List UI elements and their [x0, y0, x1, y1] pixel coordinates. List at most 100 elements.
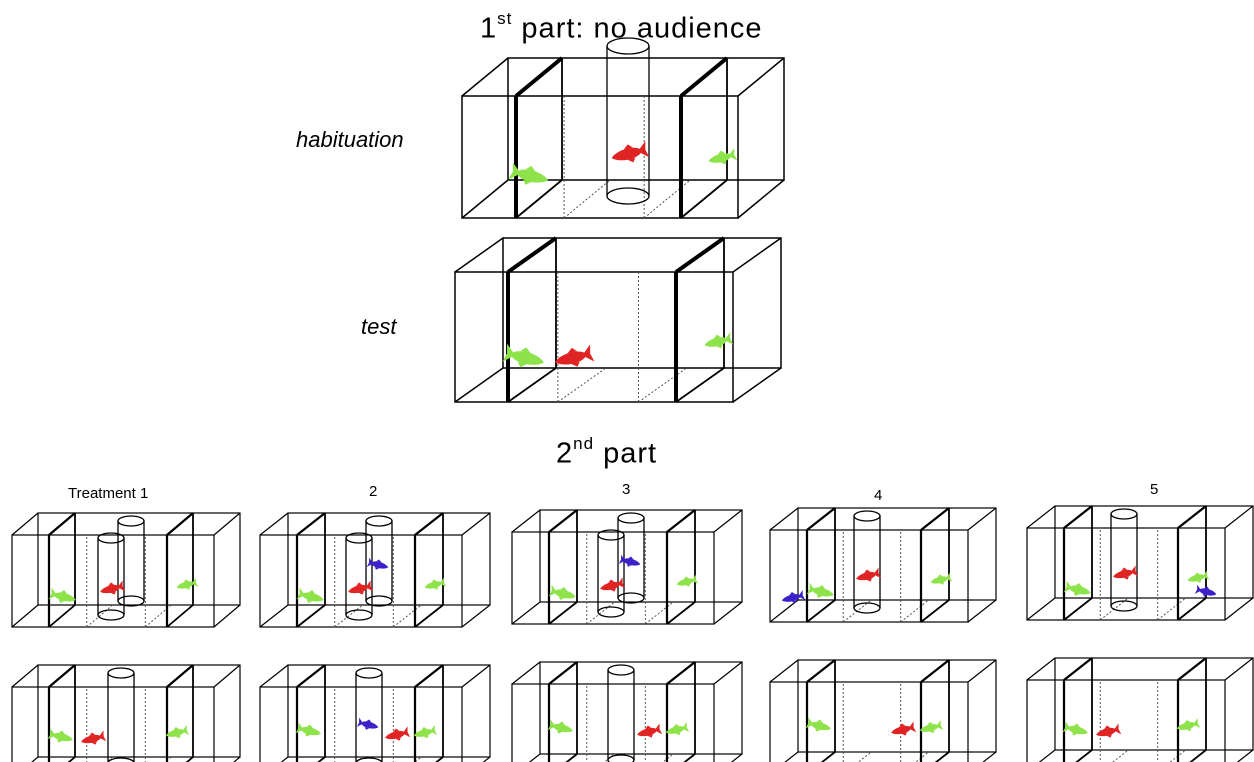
right-partition [165, 664, 194, 762]
focal-fish-icon [856, 567, 882, 582]
treatment-label-3: 3 [622, 481, 631, 498]
aquarium-treatment-5-test [1026, 657, 1254, 762]
aquarium-treatment-5-habituation [1026, 505, 1254, 621]
right-partition [674, 236, 726, 403]
neighbor-fish-left-icon [47, 728, 73, 743]
left-partition [47, 664, 76, 762]
part2-title-text: part [594, 437, 658, 470]
right-partition [665, 509, 696, 625]
aquarium-habituation [461, 37, 785, 219]
cylinder-icon [853, 510, 881, 614]
audience-fish-icon [781, 589, 806, 604]
right-partition [679, 56, 729, 219]
cylinder-icon [607, 664, 635, 762]
right-partition [1176, 505, 1207, 621]
aquarium-treatment-4-habituation [769, 507, 997, 623]
right-partition [919, 659, 950, 762]
focal-fish-icon [100, 580, 126, 595]
right-partition [1176, 657, 1207, 762]
neighbor-fish-right-icon [176, 577, 199, 590]
treatment-label-5: 5 [1150, 481, 1159, 498]
cylinder-icon [1110, 508, 1138, 612]
neighbor-fish-left-icon [295, 722, 321, 737]
cylinder-icon [355, 667, 383, 762]
neighbor-fish-left-icon [48, 587, 76, 604]
neighbor-fish-left-icon [805, 717, 831, 732]
left-partition [506, 236, 558, 403]
focal-fish-icon [600, 577, 626, 592]
focal-fish-icon [554, 344, 595, 367]
neighbor-fish-right-icon [1176, 717, 1201, 732]
part1-title-suffix: st [497, 9, 513, 28]
aquarium-treatment-3-test [511, 661, 743, 762]
neighbor-fish-right-icon [919, 719, 944, 734]
part2-title-suffix: nd [573, 434, 595, 453]
neighbor-fish-right-icon [165, 724, 190, 739]
part2-title-number: 2 [556, 437, 574, 470]
cylinder-front-icon [345, 532, 373, 621]
left-partition [1062, 505, 1093, 621]
left-partition [295, 664, 326, 762]
neighbor-fish-left-icon [1063, 580, 1091, 597]
neighbor-fish-right-icon [665, 721, 690, 736]
aquarium-treatment-2-test [259, 664, 491, 762]
left-partition [295, 512, 326, 628]
neighbor-fish-right-icon [424, 577, 447, 590]
neighbor-fish-left-icon [547, 719, 573, 734]
treatment-label-2: 2 [369, 483, 378, 500]
focal-fish-icon [348, 580, 374, 595]
focal-fish-icon [81, 730, 107, 745]
neighbor-fish-right-icon [704, 332, 734, 349]
neighbor-fish-left-icon [806, 582, 834, 599]
neighbor-fish-left-icon [1062, 721, 1088, 736]
aquarium-treatment-3-habituation [511, 509, 743, 625]
aquarium-treatment-2-habituation [259, 512, 491, 628]
neighbor-fish-right-icon [676, 574, 699, 587]
audience-fish-icon [1194, 584, 1217, 597]
aquarium-treatment-1-test [11, 664, 241, 762]
cylinder-front-icon [597, 529, 625, 618]
neighbor-fish-right-icon [708, 148, 738, 165]
focal-fish-icon [1096, 723, 1122, 738]
right-partition [165, 512, 194, 628]
cylinder-front-icon [97, 532, 125, 621]
neighbor-fish-right-icon [1187, 570, 1210, 583]
left-partition [805, 659, 836, 762]
cylinder-icon [606, 37, 650, 205]
right-partition [413, 664, 444, 762]
left-partition [547, 509, 578, 625]
neighbor-fish-right-icon [930, 572, 953, 585]
neighbor-fish-right-icon [413, 724, 438, 739]
aquarium-treatment-1-habituation [11, 512, 241, 628]
right-partition [919, 507, 950, 623]
focal-fish-icon [891, 721, 917, 736]
audience-fish-icon [356, 717, 379, 730]
left-partition [1062, 657, 1093, 762]
part1-title-number: 1 [480, 12, 498, 45]
part2-title: 2nd part [556, 434, 658, 471]
left-partition [47, 512, 76, 628]
audience-fish-icon [618, 554, 641, 567]
test-label: test [361, 314, 397, 339]
cylinder-icon [107, 667, 135, 762]
focal-fish-icon [385, 726, 411, 741]
focal-fish-icon [611, 141, 650, 163]
habituation-label: habituation [296, 127, 404, 152]
audience-fish-icon [366, 557, 389, 570]
focal-fish-icon [637, 723, 663, 738]
treatment-label-1: Treatment 1 [68, 485, 149, 502]
left-partition [805, 507, 836, 623]
cylinder-back-icon [117, 515, 145, 607]
focal-fish-icon [1113, 565, 1139, 580]
right-partition [413, 512, 444, 628]
treatment-label-4: 4 [874, 487, 883, 504]
left-partition [514, 56, 564, 219]
aquarium-treatment-4-test [769, 659, 997, 762]
neighbor-fish-left-icon [548, 584, 576, 601]
left-partition [547, 661, 578, 762]
neighbor-fish-left-icon [508, 162, 549, 185]
neighbor-fish-left-icon [502, 343, 544, 368]
right-partition [665, 661, 696, 762]
neighbor-fish-left-icon [296, 587, 324, 604]
